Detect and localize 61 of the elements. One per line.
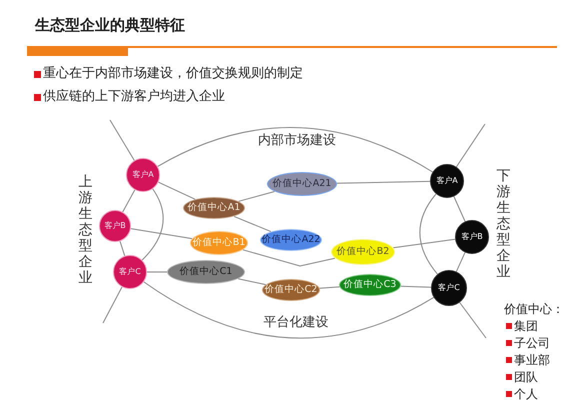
connector-line	[392, 238, 456, 248]
arc-line	[419, 194, 438, 275]
customer-name: 客户C	[119, 268, 141, 276]
connector-line	[456, 124, 486, 168]
bullet-text: 子公司	[514, 335, 550, 351]
value-center-ellipse	[262, 279, 320, 301]
value-center-name: 价值中心A1	[188, 202, 240, 214]
customer-name: 客户B	[104, 222, 126, 230]
connector-line	[102, 286, 122, 324]
value-center-name: 价值中心C2	[264, 284, 318, 296]
connector-line	[336, 180, 430, 184]
connector-line	[242, 249, 336, 267]
connector-line	[456, 252, 466, 272]
arc-line	[142, 188, 164, 261]
value-center-name: 价值中心B1	[192, 238, 246, 248]
bullet-text: 事业部	[514, 352, 550, 368]
arc-line	[143, 281, 434, 338]
list-heading: 价值中心：	[504, 301, 564, 317]
connector-line	[238, 278, 266, 286]
connector-line	[400, 286, 432, 288]
side-label: 上游生态型企业	[78, 174, 93, 286]
title: 生态型企业的典型特征	[35, 16, 185, 34]
customer-circle	[99, 210, 131, 242]
connector-line	[459, 302, 486, 338]
customer-name: 客户A	[436, 176, 458, 186]
customer-circle	[455, 220, 489, 254]
customer-circle	[430, 164, 464, 198]
connector-line	[122, 189, 136, 212]
connector-line	[453, 196, 466, 222]
side-label: 下游生态型企业	[496, 168, 511, 280]
arc-line	[157, 127, 434, 172]
value-center-ellipse	[183, 197, 245, 219]
connector-line	[234, 216, 272, 232]
customer-circle	[126, 158, 160, 192]
customer-circle	[113, 255, 147, 289]
value-center-ellipse	[331, 239, 395, 265]
value-center-name: 价值中心B2	[336, 246, 390, 258]
value-center-name: 价值中心C3	[344, 280, 396, 290]
connector-line	[120, 240, 126, 256]
bullet-text: 个人	[514, 386, 538, 400]
value-center-ellipse	[167, 260, 245, 284]
connector-line	[319, 286, 340, 289]
connector-line	[238, 191, 276, 202]
customer-name: 客户A	[132, 170, 154, 180]
bullet-text: 供应链的上下游客户均进入企业	[43, 89, 225, 105]
value-center-name: 价值中心A22	[262, 234, 320, 246]
connector-line	[158, 182, 196, 200]
connector-line	[110, 120, 135, 161]
bullet-text: 团队	[514, 369, 538, 385]
value-center-ellipse	[267, 172, 337, 196]
customer-name: 客户B	[461, 232, 483, 242]
customer-name: 客户C	[438, 284, 460, 292]
value-center-ellipse	[190, 231, 248, 255]
bullet-text: 重心在于内部市场建设，价值交换规则的制定	[43, 66, 303, 82]
bullet-text: 集团	[514, 318, 538, 334]
edge-label: 平台化建设	[264, 315, 328, 331]
customer-circle	[431, 270, 467, 306]
value-center-name: 价值中心A21	[272, 178, 332, 190]
connector-line	[130, 228, 192, 240]
edge-label: 内部市场建设	[258, 133, 336, 149]
value-center-name: 价值中心C1	[180, 266, 232, 278]
